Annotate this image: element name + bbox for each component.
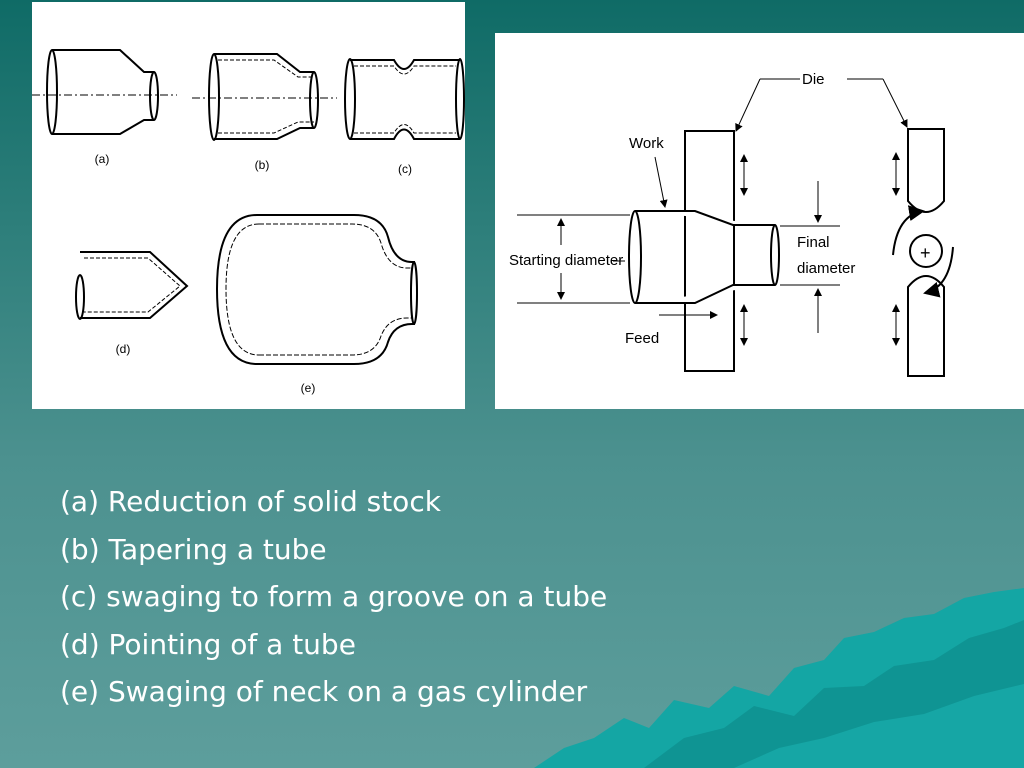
caption-e: (e) Swaging of neck on a gas cylinder — [60, 675, 588, 708]
final-diameter-label-line2: diameter — [797, 260, 855, 277]
final-diameter-label-line1: Final — [797, 234, 830, 251]
die-end-view — [892, 128, 954, 377]
workpiece — [628, 210, 780, 304]
shape-d — [75, 251, 189, 320]
label-d: (d) — [116, 342, 131, 356]
rotation-center-symbol: + — [920, 243, 931, 263]
label-e: (e) — [301, 381, 316, 395]
die-motion-arrows — [740, 152, 900, 346]
shape-e — [215, 214, 418, 365]
label-a: (a) — [95, 152, 110, 166]
swaging-shapes-drawing: (a) (b) (c) (d) (e) — [32, 49, 465, 395]
shape-c — [344, 58, 465, 140]
shape-a — [32, 49, 177, 135]
caption-list: (a) Reduction of solid stock (b) Taperin… — [60, 478, 607, 716]
shape-b — [192, 53, 337, 141]
feed-label: Feed — [625, 330, 659, 347]
caption-a: (a) Reduction of solid stock — [60, 485, 441, 518]
work-label: Work — [629, 135, 664, 152]
die-label: Die — [802, 71, 825, 88]
dimension-lines — [517, 78, 908, 333]
swaging-die-drawing: Die Work Starting diameter Final diamete… — [509, 71, 954, 377]
caption-c: (c) swaging to form a groove on a tube — [60, 580, 608, 613]
label-c: (c) — [398, 162, 412, 176]
swaging-shapes-figure: (a) (b) (c) (d) (e) — [32, 2, 465, 409]
caption-b: (b) Tapering a tube — [60, 532, 327, 566]
die-left-side-view — [684, 130, 735, 372]
swaging-die-figure: Die Work Starting diameter Final diamete… — [495, 33, 1024, 409]
starting-diameter-label: Starting diameter — [509, 252, 623, 269]
label-b: (b) — [255, 158, 270, 172]
decorative-mountain — [534, 588, 1024, 768]
caption-d: (d) Pointing of a tube — [60, 627, 356, 661]
